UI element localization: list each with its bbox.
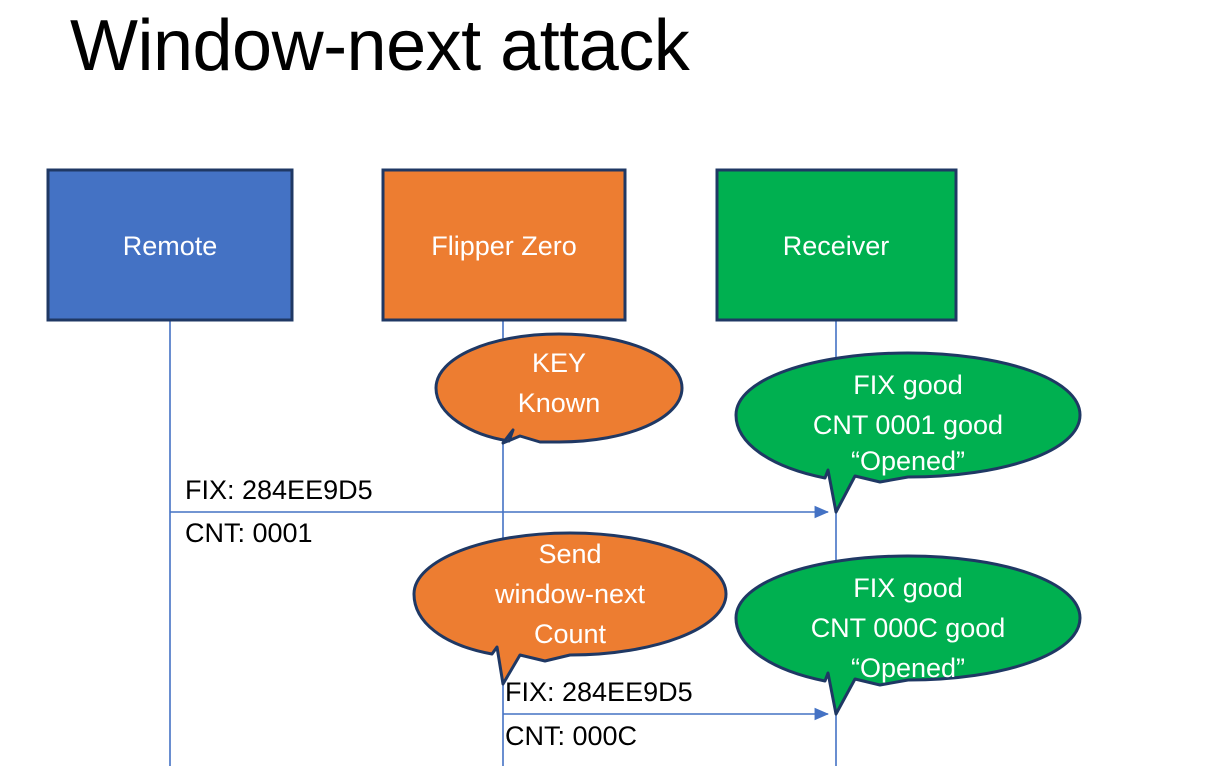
- callout-receiver-ok-0001[interactable]: FIX good CNT 0001 good “Opened”: [734, 351, 1082, 514]
- message-1-fix-label: FIX: 284EE9D5: [185, 475, 373, 505]
- callout-key-known-line-2: Known: [518, 388, 601, 418]
- node-receiver-box[interactable]: [715, 168, 958, 322]
- callout-key-known-shape[interactable]: [434, 332, 684, 445]
- node-flipper-zero-box[interactable]: [381, 168, 627, 322]
- callout-receiver-ok-0001-line-1: FIX good: [853, 370, 963, 400]
- callout-send-window-next-shape[interactable]: [412, 531, 728, 686]
- node-remote-box[interactable]: [46, 168, 294, 322]
- callout-receiver-ok-0001-shape[interactable]: [734, 351, 1082, 514]
- node-receiver[interactable]: Receiver: [715, 168, 958, 322]
- message-2-fix-label: FIX: 284EE9D5: [505, 677, 693, 707]
- node-receiver-label: Receiver: [783, 231, 890, 261]
- callout-receiver-ok-0001-line-2: CNT 0001 good: [813, 410, 1003, 440]
- node-remote[interactable]: Remote: [46, 168, 294, 322]
- node-remote-label: Remote: [123, 231, 218, 261]
- message-1-cnt-label: CNT: 0001: [185, 518, 313, 548]
- node-flipper-zero-label: Flipper Zero: [431, 231, 577, 261]
- callout-send-window-next[interactable]: Send window-next Count: [412, 531, 728, 686]
- callout-send-window-next-line-3: Count: [534, 619, 607, 649]
- callout-receiver-ok-0001-line-3: “Opened”: [851, 446, 965, 476]
- message-remote-to-receiver: FIX: 284EE9D5 CNT: 0001: [170, 475, 829, 548]
- node-flipper-zero[interactable]: Flipper Zero: [381, 168, 627, 322]
- message-2-cnt-label: CNT: 000C: [505, 721, 637, 751]
- callout-receiver-ok-000c-line-2: CNT 000C good: [811, 613, 1006, 643]
- callout-receiver-ok-000c-line-3: “Opened”: [851, 653, 965, 683]
- callout-receiver-ok-000c-line-1: FIX good: [853, 573, 963, 603]
- callout-send-window-next-line-2: window-next: [494, 579, 646, 609]
- callout-key-known[interactable]: KEY Known: [434, 332, 684, 445]
- message-flipper-to-receiver: FIX: 284EE9D5 CNT: 000C: [503, 677, 829, 751]
- callout-receiver-ok-000c[interactable]: FIX good CNT 000C good “Opened”: [734, 554, 1082, 716]
- callout-send-window-next-line-1: Send: [538, 539, 601, 569]
- page-title: Window-next attack: [70, 6, 690, 86]
- callout-receiver-ok-000c-shape[interactable]: [734, 554, 1082, 716]
- callout-key-known-line-1: KEY: [532, 348, 586, 378]
